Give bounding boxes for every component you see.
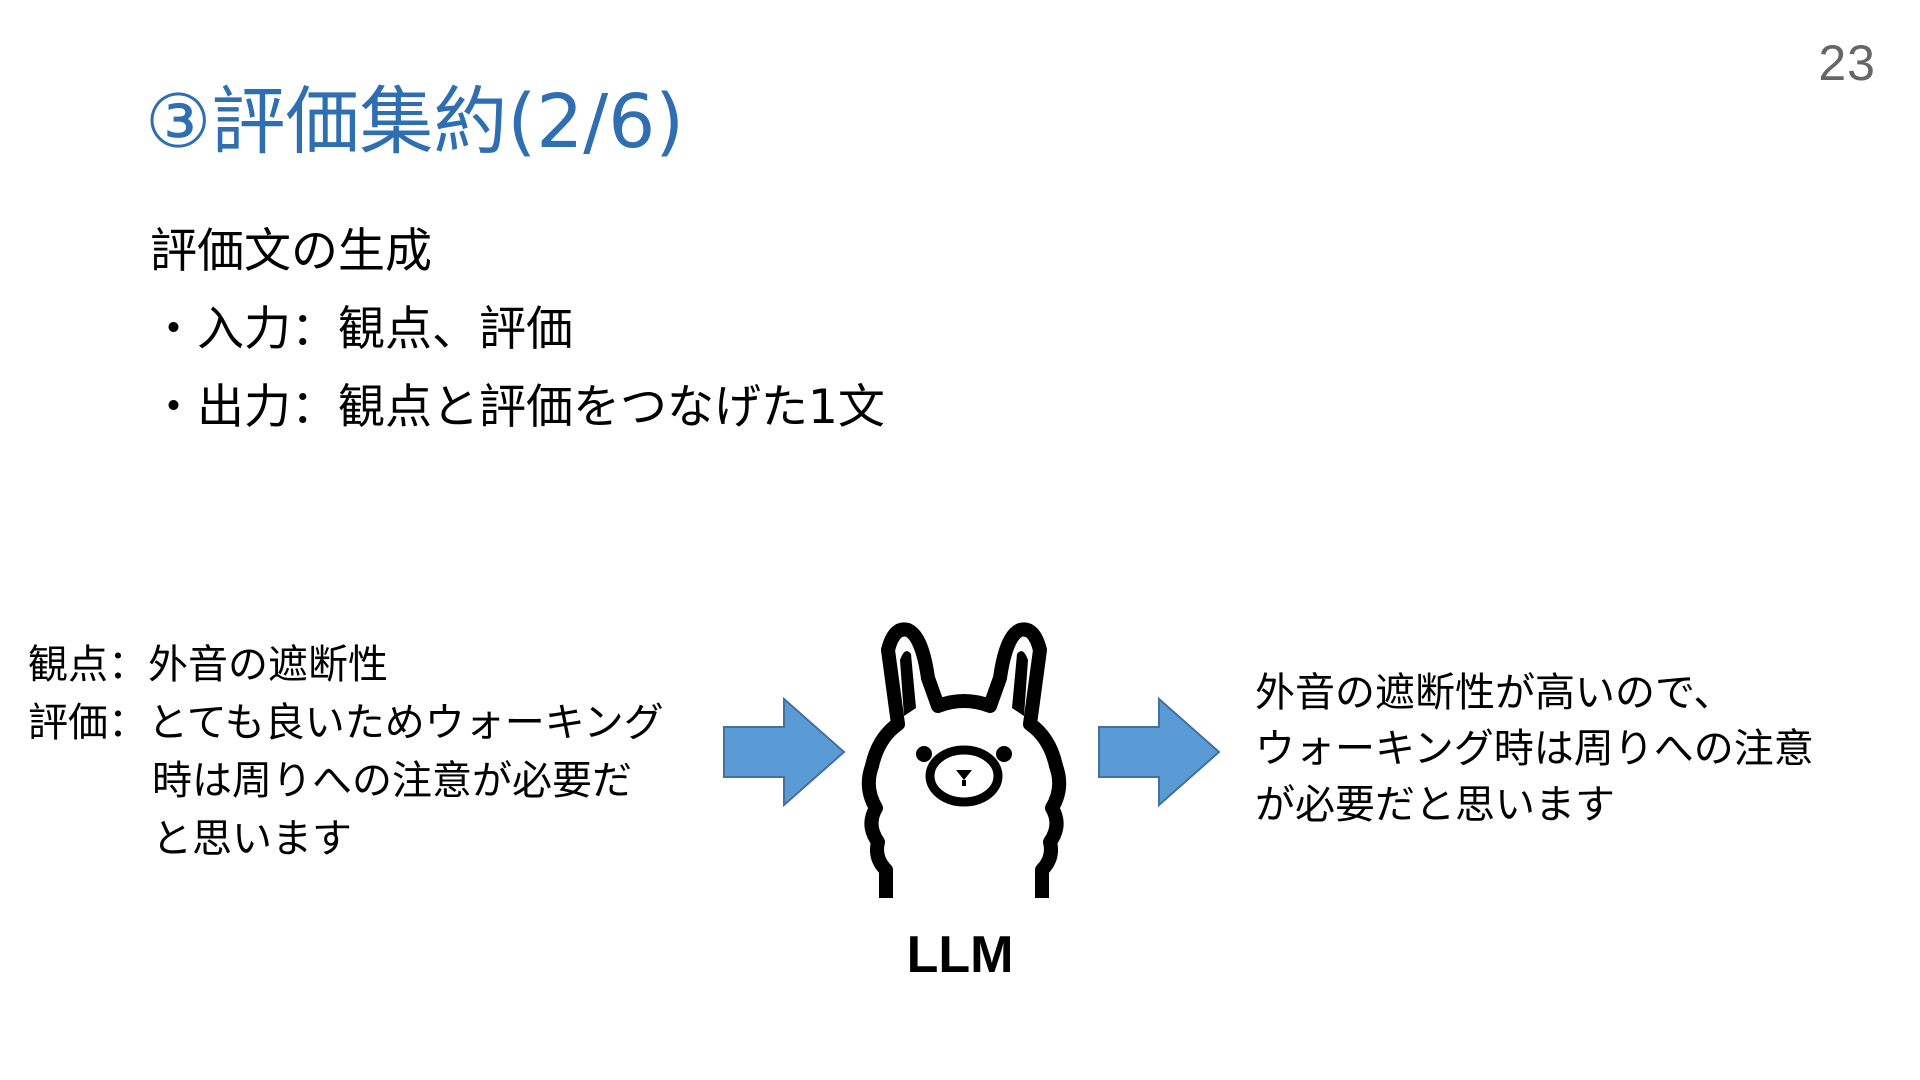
aspect-value: 外音の遮断性 bbox=[148, 642, 388, 688]
aspect-row: 観点： 外音の遮断性 bbox=[28, 636, 664, 694]
bullet-heading: 評価文の生成 bbox=[150, 224, 432, 279]
example-input: 観点： 外音の遮断性 評価： とても良いためウォーキング 時は周りへの注意が必要… bbox=[28, 636, 664, 868]
evaluation-label: 評価： bbox=[28, 700, 148, 746]
evaluation-row: 評価： とても良いためウォーキング bbox=[28, 694, 664, 752]
bullet-output: ・出力：観点と評価をつなげた1文 bbox=[150, 380, 885, 435]
right-arrow-icon bbox=[723, 697, 846, 807]
example-output: 外音の遮断性が高いので、 ウォーキング時は周りへの注意 が必要だと思います bbox=[1255, 665, 1814, 833]
output-line-3: が必要だと思います bbox=[1255, 782, 1615, 828]
output-line-2: ウォーキング時は周りへの注意 bbox=[1255, 726, 1814, 772]
llama-icon bbox=[861, 622, 1067, 898]
output-line-1: 外音の遮断性が高いので、 bbox=[1255, 670, 1734, 716]
bullet-input: ・入力：観点、評価 bbox=[150, 302, 573, 357]
aspect-label: 観点： bbox=[28, 642, 148, 688]
llm-label: LLM bbox=[906, 926, 1014, 984]
page-number: 23 bbox=[1818, 35, 1876, 91]
evaluation-line-1: とても良いためウォーキング bbox=[148, 700, 664, 746]
bullet-list: 評価文の生成 ・入力：観点、評価 ・出力：観点と評価をつなげた1文 bbox=[150, 213, 885, 447]
evaluation-line-2: 時は周りへの注意が必要だ bbox=[152, 758, 632, 804]
slide-title: ③評価集約(2/6) bbox=[145, 79, 685, 165]
right-arrow-icon bbox=[1098, 697, 1221, 807]
evaluation-line-3: と思います bbox=[152, 816, 352, 862]
